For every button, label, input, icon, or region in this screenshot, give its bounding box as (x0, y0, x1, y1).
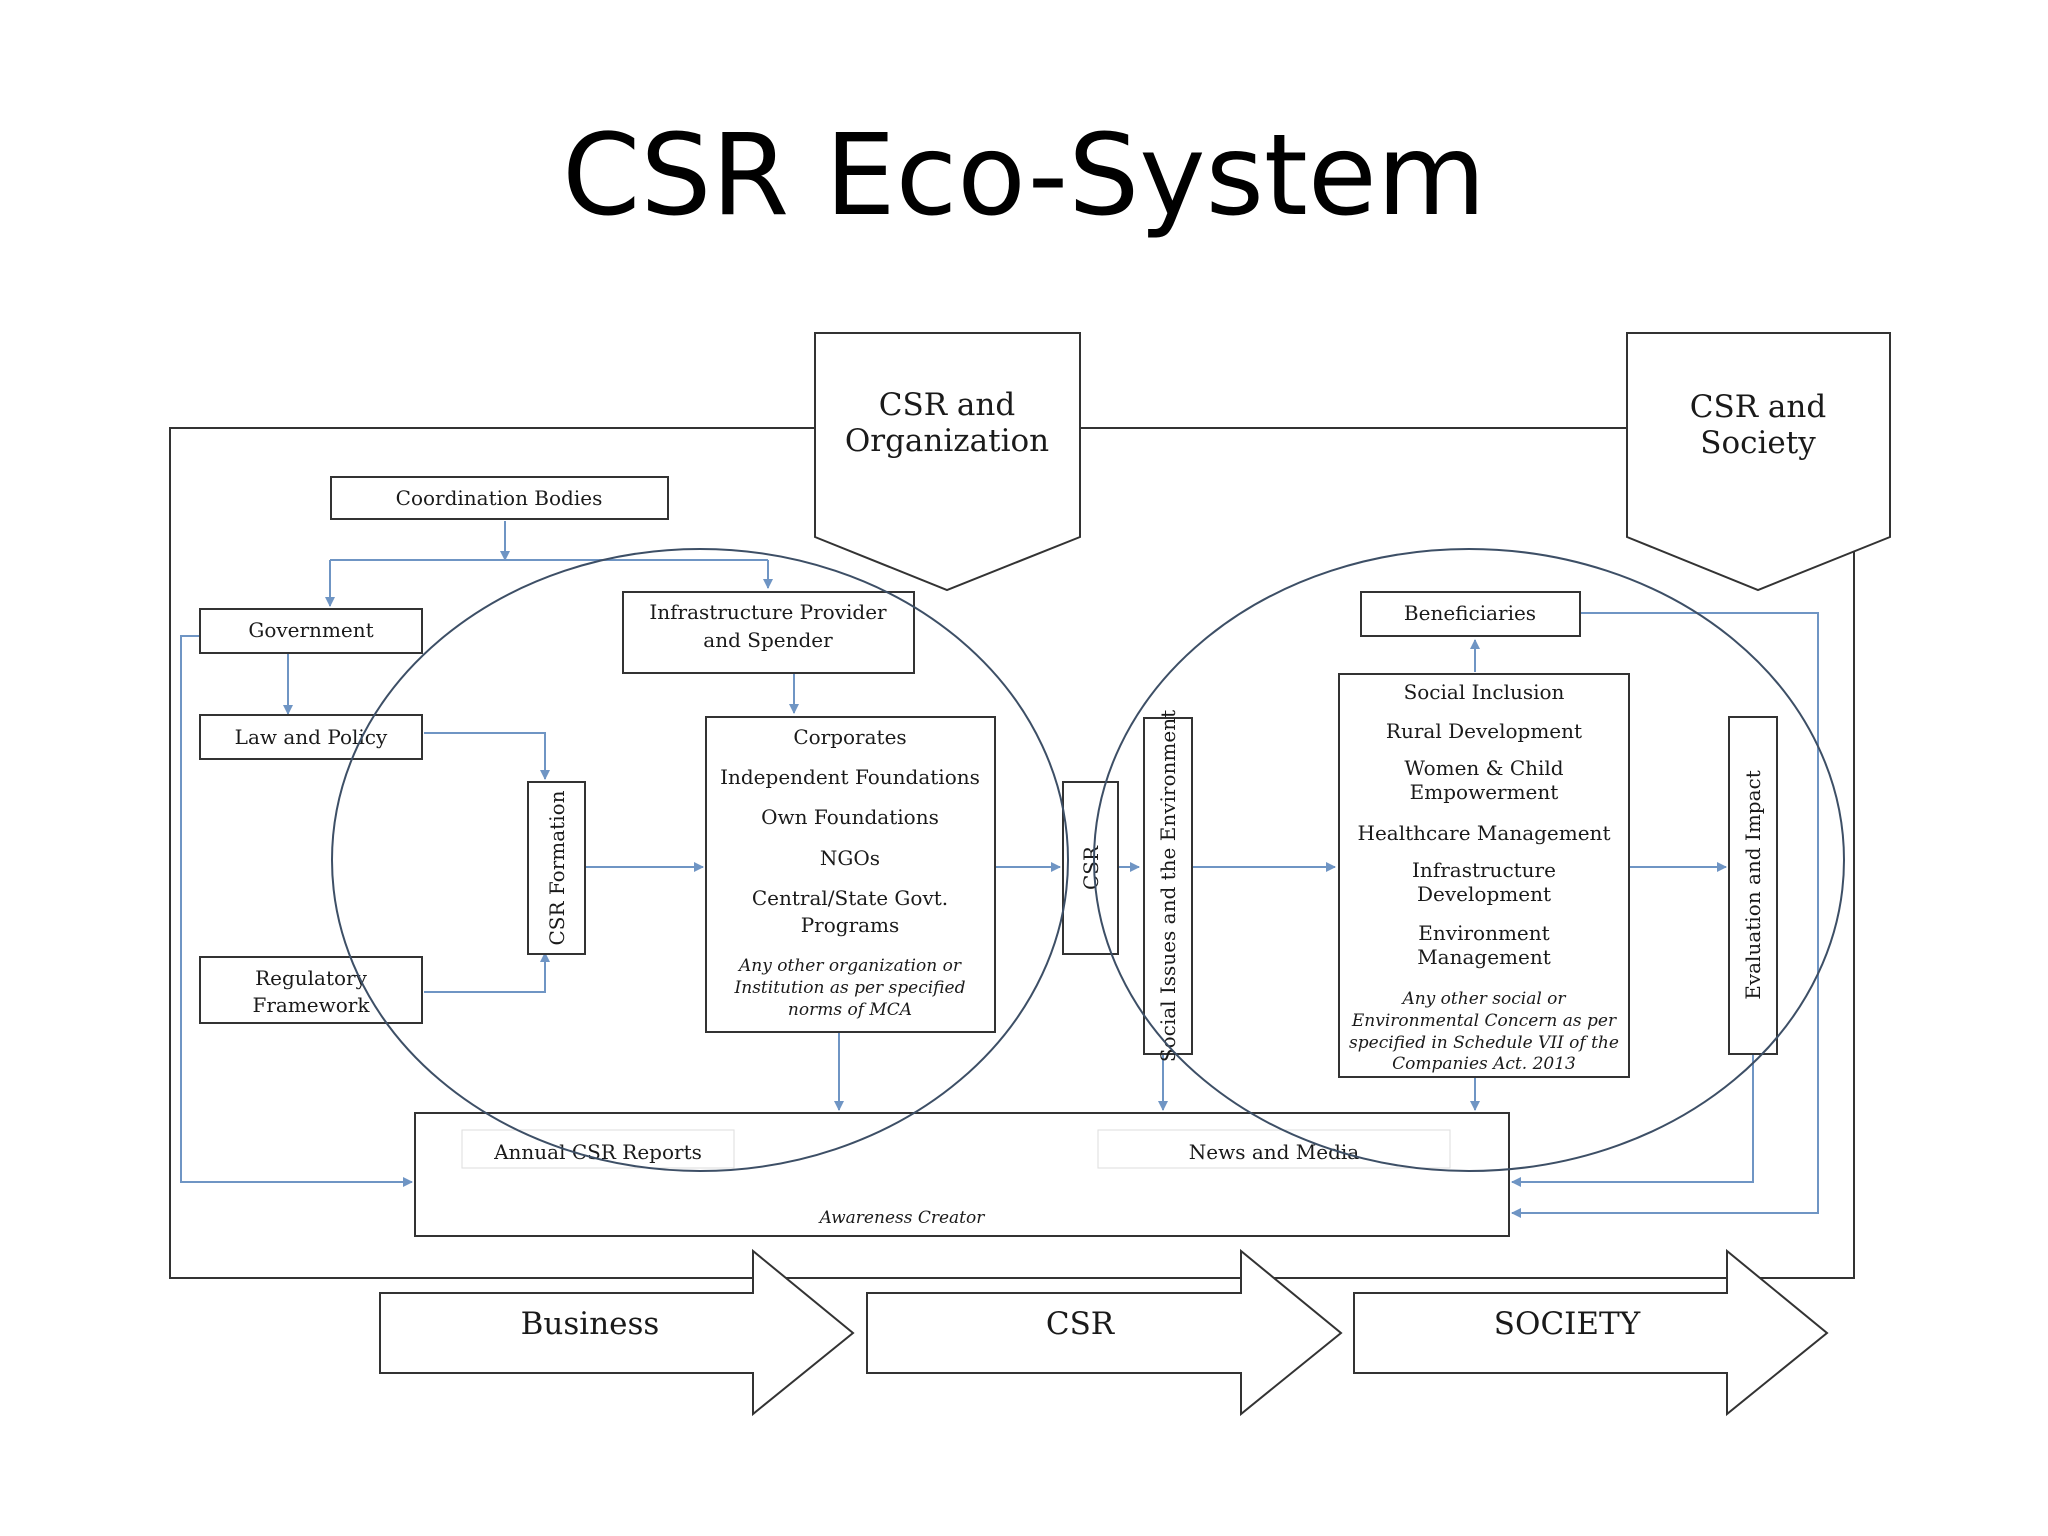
concern-note-line-1: Any other social or (1400, 989, 1566, 1009)
annual-csr-reports-label: Annual CSR Reports (493, 1140, 702, 1164)
concern-note-line-4: Companies Act. 2013 (1392, 1054, 1576, 1074)
concerns-box: Social Inclusion Rural Development Women… (1338, 673, 1630, 1078)
evaluation-impact-label: Evaluation and Impact (1741, 770, 1765, 1000)
org-central-state-govt: Central/State Govt. (752, 886, 948, 910)
coordination-bodies-label: Coordination Bodies (396, 486, 603, 510)
business-arrow-label: Business (521, 1306, 660, 1342)
org-corporates: Corporates (793, 725, 906, 749)
awareness-creator-label: Awareness Creator (818, 1208, 986, 1228)
regulatory-framework-line-2: Framework (252, 993, 370, 1017)
csr-and-organization-header: CSR and Organization (814, 332, 1081, 592)
evaluation-impact-box: Evaluation and Impact (1728, 716, 1778, 1055)
csr-and-society-header: CSR and Society (1626, 332, 1891, 592)
society-arrow: SOCIETY (1353, 1248, 1829, 1417)
society-ellipse (1093, 548, 1845, 1172)
beneficiaries-box: Beneficiaries (1360, 591, 1581, 637)
org-note-line-3: norms of MCA (788, 1000, 912, 1020)
concern-social-inclusion: Social Inclusion (1404, 680, 1565, 704)
csr-formation-box: CSR Formation (527, 781, 586, 955)
concern-women-child: Women & Child (1404, 756, 1563, 780)
org-independent-foundations: Independent Foundations (720, 765, 980, 789)
org-ngos: NGOs (820, 846, 880, 870)
csr-arrow: CSR (866, 1248, 1343, 1417)
csr-arrow-label: CSR (1046, 1306, 1116, 1342)
csr-center-label: CSR (1079, 845, 1103, 890)
header-organization-line-1: CSR and (879, 387, 1015, 423)
law-and-policy-box: Law and Policy (199, 714, 423, 760)
law-and-policy-label: Law and Policy (235, 725, 388, 749)
society-arrow-label: SOCIETY (1494, 1306, 1641, 1342)
concern-development: Development (1417, 882, 1551, 906)
header-organization-line-2: Organization (845, 423, 1049, 459)
concern-environment: Environment (1418, 921, 1549, 945)
government-box: Government (199, 608, 423, 654)
infrastructure-line-1: Infrastructure Provider (649, 600, 887, 624)
news-and-media-label: News and Media (1189, 1140, 1360, 1164)
regulatory-framework-line-1: Regulatory (255, 966, 368, 990)
social-issues-box: Social Issues and the Environment (1143, 710, 1193, 1062)
org-own-foundations: Own Foundations (761, 805, 939, 829)
csr-center-box: CSR (1062, 781, 1119, 955)
header-society-line-2: Society (1700, 425, 1816, 461)
infrastructure-provider-box: Infrastructure Provider and Spender (622, 591, 915, 674)
outer-frame (169, 427, 1855, 1279)
org-note-line-1: Any other organization or (737, 956, 962, 976)
org-note-line-2: Institution as per specified (734, 978, 966, 998)
organizations-box: Corporates Independent Foundations Own F… (705, 716, 996, 1033)
concern-healthcare-management: Healthcare Management (1358, 821, 1611, 845)
concern-infrastructure: Infrastructure (1412, 858, 1556, 882)
coordination-bodies-box: Coordination Bodies (330, 476, 669, 520)
beneficiaries-label: Beneficiaries (1404, 601, 1536, 625)
social-issues-label: Social Issues and the Environment (1156, 710, 1180, 1062)
flow-connectors (180, 521, 1819, 1218)
concern-note-line-3: specified in Schedule VII of the (1349, 1033, 1619, 1053)
page-title: CSR Eco-System (562, 111, 1486, 241)
concern-note-line-2: Environmental Concern as per (1351, 1011, 1617, 1031)
organization-ellipse (331, 548, 1069, 1172)
government-label: Government (248, 618, 373, 642)
awareness-creator-box: Annual CSR Reports News and Media Awaren… (414, 1112, 1510, 1237)
regulatory-framework-box: Regulatory Framework (199, 956, 423, 1024)
concern-empowerment: Empowerment (1410, 780, 1559, 804)
org-programs: Programs (801, 913, 900, 937)
header-society-line-1: CSR and (1690, 389, 1826, 425)
concern-management: Management (1417, 945, 1551, 969)
infrastructure-line-2: and Spender (703, 628, 833, 652)
concern-rural-development: Rural Development (1386, 719, 1582, 743)
business-arrow: Business (379, 1248, 855, 1417)
csr-formation-label: CSR Formation (545, 790, 569, 945)
